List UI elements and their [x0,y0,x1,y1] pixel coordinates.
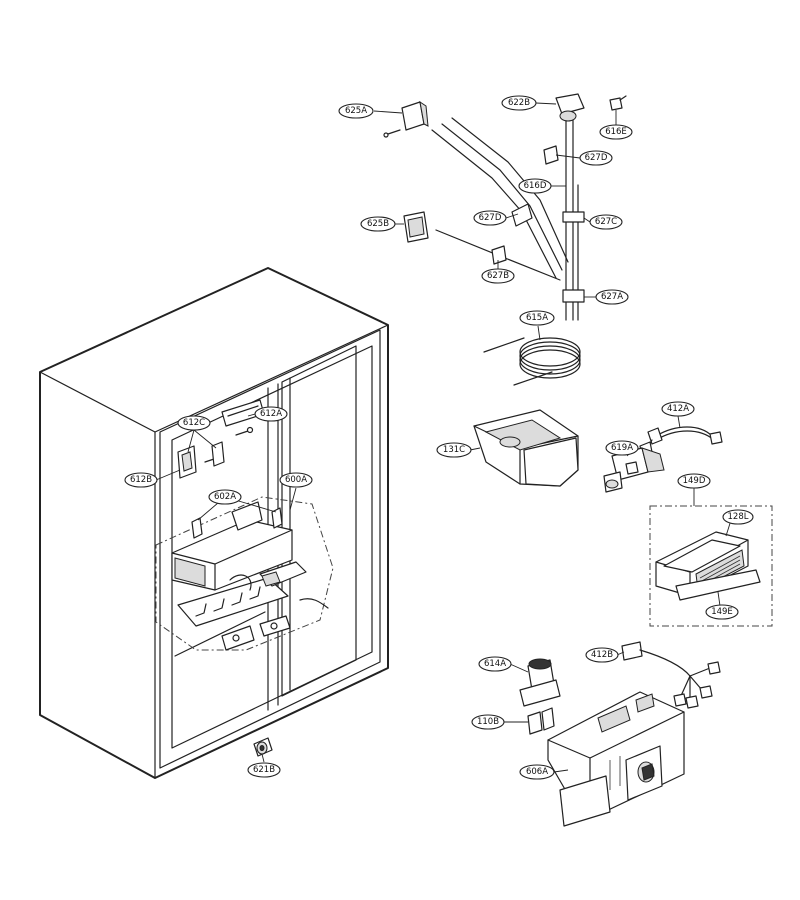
svg-text:616D: 616D [524,181,547,191]
svg-text:627B: 627B [487,271,509,281]
callout-622B: 622B [501,95,537,111]
svg-text:619A: 619A [611,443,633,453]
filter-assembly-149d [649,505,773,627]
callout-612A: 612A [254,406,288,422]
svg-text:615A: 615A [526,313,548,323]
switch-625a [383,100,429,138]
leader-lines [155,102,733,773]
svg-text:612A: 612A [260,409,282,419]
ice-bin-131c [473,409,579,487]
callout-625B: 625B [360,216,396,232]
svg-text:128L: 128L [728,512,749,522]
callout-627A: 627A [595,289,629,305]
wire-harness-412b [621,641,721,709]
svg-text:612B: 612B [130,475,152,485]
svg-text:616E: 616E [605,127,627,137]
svg-text:614A: 614A [484,659,506,669]
svg-text:600A: 600A [285,475,307,485]
svg-text:110B: 110B [477,717,499,727]
svg-text:625A: 625A [345,106,367,116]
solenoid-614a [519,658,561,707]
svg-text:627C: 627C [595,217,617,227]
callout-110B: 110B [471,714,505,730]
svg-text:625B: 625B [367,219,389,229]
svg-text:627D: 627D [585,153,608,163]
svg-text:606A: 606A [526,767,548,777]
svg-text:627D: 627D [479,213,502,223]
callout-149D: 149D [677,473,711,489]
svg-text:621B: 621B [253,765,275,775]
callout-627B: 627B [481,268,515,284]
callout-621B: 621B [247,762,281,778]
ice-maker-assembly [155,496,334,651]
svg-text:612C: 612C [183,418,205,428]
water-tubing-assembly [431,93,627,386]
svg-text:149D: 149D [683,476,706,486]
callout-619A: 619A [605,440,639,456]
svg-text:622B: 622B [508,98,530,108]
callout-128L: 128L [722,509,754,525]
svg-text:131C: 131C [443,445,465,455]
callout-627D-top: 627D [579,150,613,166]
callout-606A: 606A [519,764,555,780]
callout-612B: 612B [124,472,158,488]
callout-614A: 614A [478,656,512,672]
clip-110b [527,707,555,735]
callout-615A: 615A [519,310,555,326]
callout-612C: 612C [177,415,211,431]
refrigerator-cabinet [39,267,389,779]
callout-600A: 600A [279,472,313,488]
mounting-brackets-612 [177,399,265,479]
callout-625A: 625A [338,103,374,119]
water-fitting-621b [253,737,273,757]
water-valve-619a [603,447,665,493]
svg-text:602A: 602A [214,492,236,502]
callout-131C: 131C [436,442,472,458]
callout-616E: 616E [599,124,633,140]
svg-text:627A: 627A [601,292,623,302]
callout-602A: 602A [208,489,242,505]
switch-625b [403,211,429,243]
dispenser-bracket-606a [547,691,685,827]
svg-text:412A: 412A [667,404,689,414]
svg-text:149E: 149E [711,607,733,617]
callout-616D: 616D [518,178,552,194]
callout-627D-mid: 627D [473,210,507,226]
callout-412A: 412A [661,401,695,417]
callout-149E: 149E [705,604,739,620]
callout-412B: 412B [585,647,619,663]
callout-627C: 627C [589,214,623,230]
svg-text:412B: 412B [591,650,613,660]
